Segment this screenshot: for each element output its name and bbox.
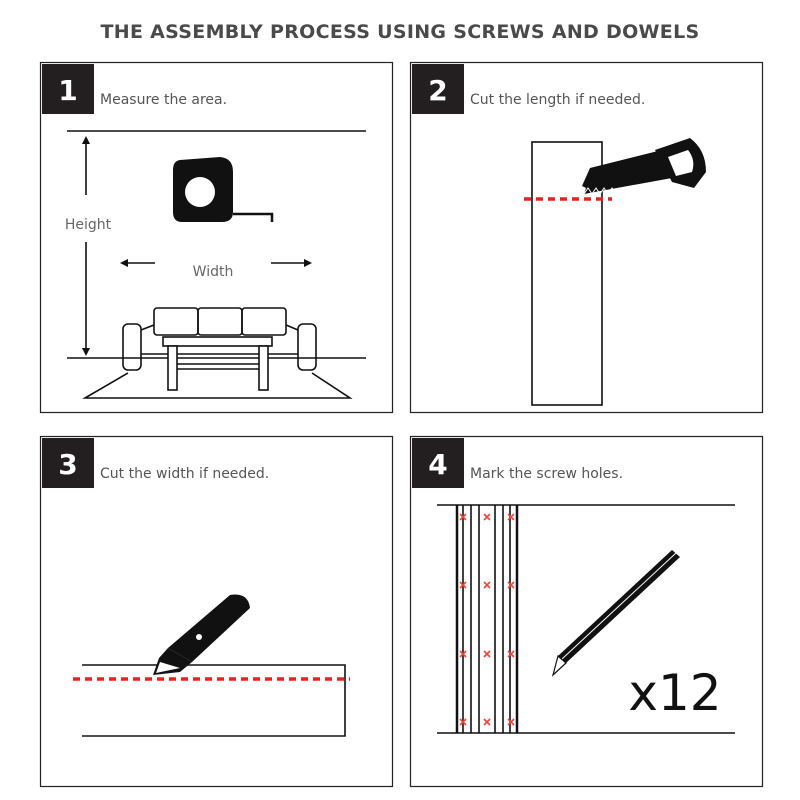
step-number: 1 [58,74,77,107]
diagram-title: THE ASSEMBLY PROCESS USING SCREWS AND DO… [101,21,700,43]
screw-hole-mark [483,650,491,658]
coffee-table-icon [162,336,273,391]
step-3-panel: 3 Cut the width if needed. [39,435,394,788]
quantity-label: x12 [628,664,721,722]
step-2-panel: 2 Cut the length if needed. [409,61,764,414]
height-label: Height [65,217,112,233]
utility-knife-icon [153,594,250,675]
screw-hole-mark [483,513,491,521]
screw-hole-mark [459,513,467,521]
step-number: 2 [428,74,447,107]
screw-hole-mark [507,581,515,589]
step-1-panel: 1 Measure the area. Height Width [39,61,394,414]
screw-hole-mark [459,581,467,589]
step-text: Cut the length if needed. [470,92,645,108]
step-text: Cut the width if needed. [100,466,269,482]
saw-icon [582,138,706,195]
step-number-badge [42,438,94,488]
screw-hole-marks [459,513,515,726]
step-number: 4 [428,448,447,481]
rug-icon [82,372,353,399]
screw-hole-mark [507,513,515,521]
board [531,141,603,406]
screw-hole-mark [507,718,515,726]
screw-hole-mark [483,581,491,589]
step-number-badge [412,438,464,488]
step-number-badge [412,64,464,114]
step-number: 3 [58,448,77,481]
width-arrow-icon [120,259,312,267]
board [82,664,346,737]
screw-hole-mark [459,718,467,726]
screw-hole-mark [507,650,515,658]
screw-hole-mark [459,650,467,658]
sofa-icon [122,307,317,371]
step-text: Mark the screw holes. [470,466,623,482]
tape-measure-icon [173,157,274,222]
step-4-panel: 4 Mark the screw holes. x12 [409,435,764,788]
pencil-icon [551,550,680,677]
panel-strips [437,504,735,734]
width-label: Width [193,264,234,280]
screw-hole-mark [483,718,491,726]
height-arrow-icon [82,136,90,356]
step-text: Measure the area. [100,92,227,108]
step-number-badge [42,64,94,114]
